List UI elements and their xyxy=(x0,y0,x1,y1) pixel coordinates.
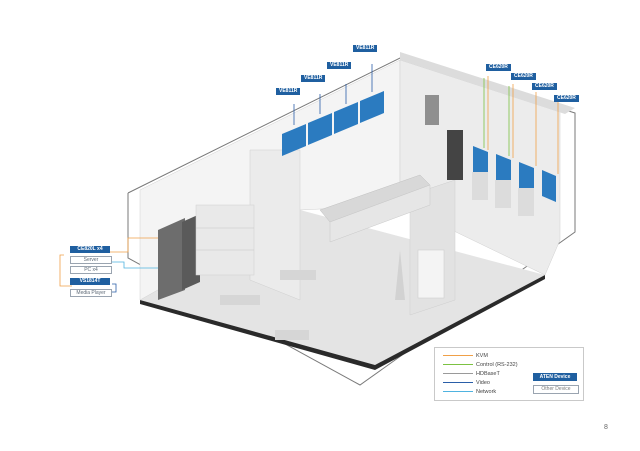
plant xyxy=(395,250,405,300)
legend-label: Network xyxy=(476,389,497,395)
kiosk-screen xyxy=(519,162,534,194)
video-line xyxy=(108,283,117,293)
ce820l-box: CE820L x4 xyxy=(70,246,110,253)
server-box: Server xyxy=(70,256,112,264)
floor-edge xyxy=(140,275,545,370)
video-screen xyxy=(308,113,332,145)
legend-swatch xyxy=(443,364,473,366)
kiosk-base xyxy=(472,172,488,200)
legend-label: HDBaseT xyxy=(476,371,500,377)
kiosk-screen xyxy=(542,170,556,202)
media-player-box: Media Player xyxy=(70,289,112,297)
legend-swatch xyxy=(443,355,473,357)
legend-aten-device: ATEN Device xyxy=(533,373,577,381)
pc-box: PC x4 xyxy=(70,266,112,274)
legend-other-device: Other Device xyxy=(533,385,579,394)
ce620r-tag: CE620R xyxy=(554,95,579,102)
table xyxy=(275,330,309,340)
legend-item-kvm: KVM xyxy=(443,352,488,360)
table xyxy=(220,295,260,305)
counter-front xyxy=(329,184,431,243)
video-screen xyxy=(334,102,358,134)
legend-swatch xyxy=(443,382,473,384)
ve811r-tag: VE811R xyxy=(301,75,326,82)
page-number: 8 xyxy=(604,424,608,431)
kiosks xyxy=(472,146,556,216)
ce620r-tag: CE620R xyxy=(532,83,557,90)
ve811r-tag: VE811R xyxy=(353,45,378,52)
legend-item-video: Video xyxy=(443,379,490,387)
wall-poster xyxy=(425,95,439,125)
legend-item-control: Control (RS-232) xyxy=(443,361,518,369)
kiosk-base xyxy=(518,188,534,216)
ve811r-tag: VE811R xyxy=(276,88,301,95)
vs1814t-box: VS1814T xyxy=(70,278,110,285)
ce620r-tag: CE620R xyxy=(511,73,536,80)
table xyxy=(280,270,316,280)
kiosk-screen xyxy=(473,146,488,178)
vending-machine xyxy=(447,130,463,180)
network-line xyxy=(110,261,158,269)
legend-label: Video xyxy=(476,380,490,386)
legend-swatch xyxy=(443,373,473,375)
ve811r-tag: VE811R xyxy=(327,62,352,69)
kiosk-screen xyxy=(496,154,511,186)
door xyxy=(417,249,445,299)
server-rack-2 xyxy=(182,214,200,290)
legend-item-network: Network xyxy=(443,388,496,396)
video-screen xyxy=(360,91,384,123)
legend-label: Control (RS-232) xyxy=(476,362,518,368)
legend-label: KVM xyxy=(476,353,488,359)
wall-top xyxy=(400,52,575,114)
legend-item-hdbaset: HDBaseT xyxy=(443,370,500,378)
shelf-unit xyxy=(195,204,255,276)
kvm-line xyxy=(110,237,158,253)
ce620r-tag: CE620R xyxy=(486,64,511,71)
hdbaset-line xyxy=(59,254,72,287)
video-wall xyxy=(282,91,384,156)
video-screen xyxy=(282,124,306,156)
server-rack-1 xyxy=(158,218,185,300)
kiosk-base xyxy=(495,180,511,208)
legend-swatch xyxy=(443,391,473,393)
